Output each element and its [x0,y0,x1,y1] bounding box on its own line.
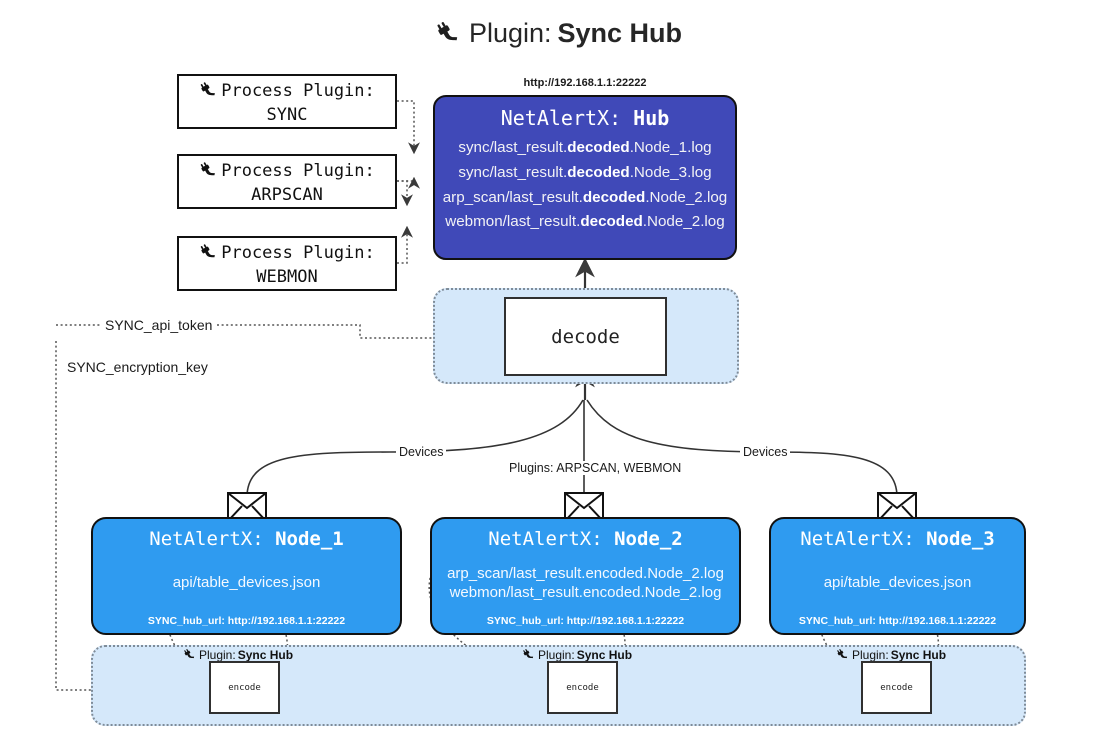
decode-box[interactable]: decode [504,297,667,376]
plug-icon [199,78,219,103]
edge-label-devices-right: Devices [740,445,791,459]
title-prefix: Plugin: [468,18,552,48]
node-title: NetAlertX: Node_3 [800,528,995,550]
node-line: webmon/last_result.encoded.Node_2.log [449,583,722,601]
title-name: Sync Hub [557,18,683,48]
node-title: NetAlertX: Node_1 [149,528,344,550]
plug-icon [199,240,219,265]
node-line: api/table_devices.json [823,574,972,591]
process-plugin-box-sync[interactable]: Process Plugin: SYNC [177,74,397,129]
plug-icon [522,646,536,663]
hub-box[interactable]: NetAlertX: Hub sync/last_result.decoded.… [433,95,737,260]
process-plugin-name: ARPSCAN [251,185,323,205]
edge-label-plugins-center: Plugins: ARPSCAN, WEBMON [506,461,685,475]
node-hub-url: SYNC_hub_url: http://192.168.1.1:22222 [486,615,685,627]
node-lines: api/table_devices.json [93,550,400,615]
node-lines: api/table_devices.json [771,550,1024,615]
node-title: NetAlertX: Node_2 [488,528,683,550]
edge-label-devices-left: Devices [396,445,447,459]
process-plugin-label: Process Plugin: [221,160,375,181]
hub-title: NetAlertX: Hub [500,106,670,130]
node-line: api/table_devices.json [172,574,321,591]
process-plugin-name: SYNC [266,105,308,125]
encode-plugin-tag: Plugin:Sync Hub [522,646,632,663]
node-box-node-3[interactable]: NetAlertX: Node_3 api/table_devices.json… [769,517,1026,635]
encode-box[interactable]: encode [861,661,932,714]
encode-box[interactable]: encode [209,661,280,714]
process-plugin-box-arpscan[interactable]: Process Plugin: ARPSCAN [177,154,397,209]
encode-plugin-tag: Plugin:Sync Hub [836,646,946,663]
hub-url-label: http://192.168.1.1:22222 [523,77,647,89]
plug-icon [183,646,197,663]
page-title: Plugin: Sync Hub [0,16,1117,51]
sync-encryption-key-label: SYNC_encryption_key [63,359,212,375]
hub-log-row: webmon/last_result.decoded.Node_2.log [445,213,725,231]
hub-log-list: sync/last_result.decoded.Node_1.log sync… [435,136,735,235]
node-hub-url: SYNC_hub_url: http://192.168.1.1:22222 [147,615,346,627]
plug-icon [199,158,219,183]
node-box-node-1[interactable]: NetAlertX: Node_1 api/table_devices.json… [91,517,402,635]
plug-icon [836,646,850,663]
encode-plugin-tag: Plugin:Sync Hub [183,646,293,663]
hub-log-row: sync/last_result.decoded.Node_1.log [458,139,712,156]
process-plugin-label: Process Plugin: [221,80,375,101]
process-plugin-box-webmon[interactable]: Process Plugin: WEBMON [177,236,397,291]
node-lines: arp_scan/last_result.encoded.Node_2.log … [432,550,739,615]
process-plugin-name: WEBMON [256,267,318,287]
hub-log-row: arp_scan/last_result.decoded.Node_2.log [442,188,728,206]
node-line: arp_scan/last_result.encoded.Node_2.log [447,564,724,582]
process-plugin-label: Process Plugin: [221,242,375,263]
node-hub-url: SYNC_hub_url: http://192.168.1.1:22222 [798,615,997,627]
node-box-node-2[interactable]: NetAlertX: Node_2 arp_scan/last_result.e… [430,517,741,635]
plug-icon [435,16,463,51]
sync-api-token-label: SYNC_api_token [101,317,217,333]
hub-log-row: sync/last_result.decoded.Node_3.log [458,163,712,181]
envelope-icon [227,492,267,527]
encode-box[interactable]: encode [547,661,618,714]
